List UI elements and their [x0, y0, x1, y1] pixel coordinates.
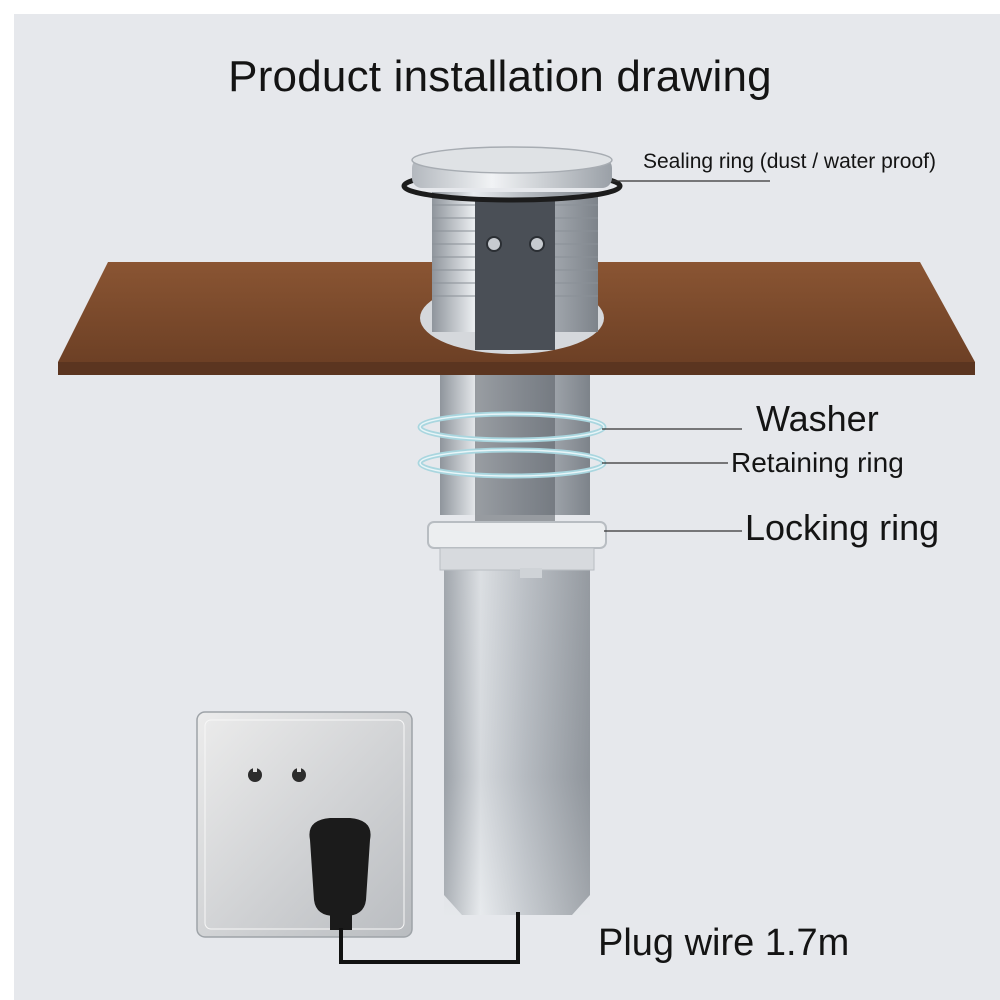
label-sealing-ring: Sealing ring (dust / water proof): [643, 150, 936, 173]
cap-lid: [411, 146, 613, 188]
plug-wire: [339, 912, 520, 964]
washer: [417, 411, 607, 443]
lower-tube: [440, 375, 590, 915]
socket-housing: [432, 192, 598, 350]
label-locking-ring: Locking ring: [745, 507, 940, 548]
leader-lines: [602, 180, 770, 532]
page-title: Product installation drawing: [228, 52, 772, 101]
label-plug-wire: Plug wire 1.7m: [598, 922, 850, 964]
label-retaining-ring: Retaining ring: [731, 447, 904, 478]
label-washer: Washer: [756, 398, 879, 439]
plug-icon: [309, 818, 371, 930]
socket-icon: [196, 711, 413, 938]
locking-ring: [427, 521, 607, 578]
